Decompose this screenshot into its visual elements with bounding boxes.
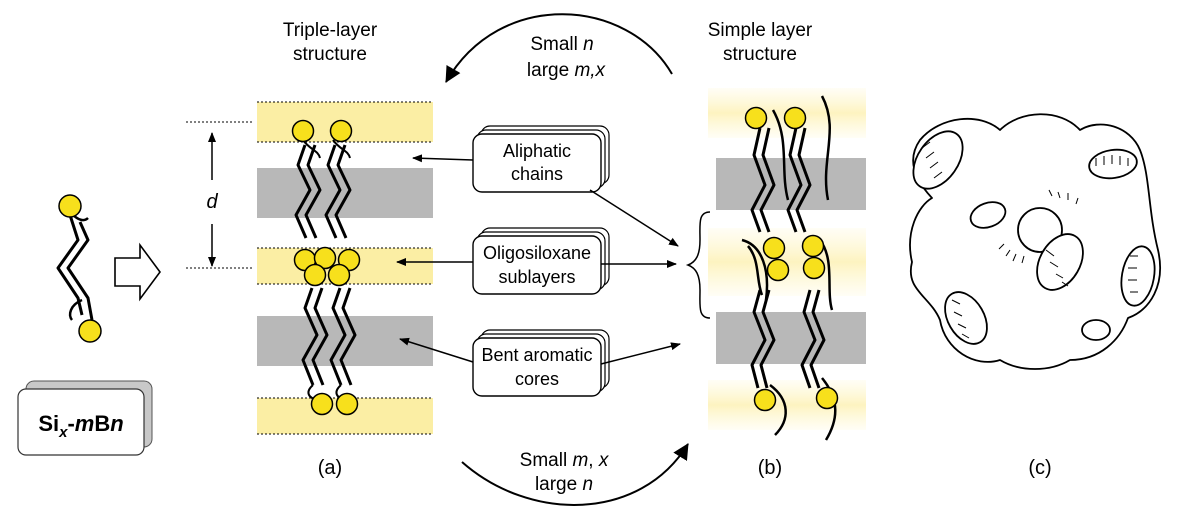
compound-label: Six-mBn bbox=[38, 411, 123, 441]
siloxane-spheres-simple bbox=[744, 106, 839, 412]
triple-layer-structure bbox=[257, 101, 433, 435]
spacing-label: d bbox=[206, 191, 218, 213]
molecules-upper bbox=[294, 139, 352, 239]
caption-a: (a) bbox=[318, 457, 342, 479]
core-layer-1 bbox=[257, 168, 433, 218]
molecules-simple bbox=[741, 95, 837, 441]
top-curved-arrow bbox=[445, 13, 673, 83]
simple-layer-structure bbox=[708, 88, 866, 441]
caption-c: (c) bbox=[1028, 457, 1051, 479]
svg-text:sublayers: sublayers bbox=[498, 267, 575, 287]
caption-b: (b) bbox=[758, 457, 782, 479]
bent-aromatic-box: Bent aromatic cores bbox=[472, 329, 610, 397]
svg-text:cores: cores bbox=[515, 369, 559, 389]
curly-brace bbox=[685, 211, 711, 319]
simple-title-line1: Simple layer bbox=[708, 20, 813, 41]
top-arrow-line1: Small n bbox=[530, 34, 593, 55]
compound-box: Six-mBn bbox=[17, 380, 153, 456]
aliphatic-box: Aliphatic chains bbox=[472, 125, 610, 193]
oligosiloxane-box: Oligosiloxane sublayers bbox=[472, 227, 610, 295]
open-arrow bbox=[114, 242, 161, 302]
single-molecule bbox=[56, 194, 102, 343]
bottom-arrow-line2: large n bbox=[535, 474, 593, 495]
sublayer-pale-2 bbox=[708, 228, 866, 296]
molecules-lower bbox=[301, 287, 357, 401]
simple-title-line2: structure bbox=[723, 44, 797, 65]
bicontinuous-cubic-sketch bbox=[909, 113, 1161, 370]
bottom-arrow-line1: Small m, x bbox=[520, 450, 610, 471]
svg-text:Aliphatic: Aliphatic bbox=[503, 141, 571, 161]
triple-title-line1: Triple-layer bbox=[283, 20, 378, 41]
sublayer-pale-3 bbox=[708, 380, 866, 430]
top-arrow-line2: large m,x bbox=[527, 60, 607, 81]
svg-text:Oligosiloxane: Oligosiloxane bbox=[483, 243, 591, 263]
core-layer-b2 bbox=[716, 312, 866, 364]
svg-text:chains: chains bbox=[511, 164, 563, 184]
svg-text:Bent aromatic: Bent aromatic bbox=[481, 345, 592, 365]
spacing-indicator bbox=[186, 121, 254, 269]
siloxane-spheres-triple bbox=[291, 119, 361, 416]
bottom-curved-arrow bbox=[461, 443, 689, 506]
pointer-arrows bbox=[396, 154, 681, 365]
triple-title-line2: structure bbox=[293, 44, 367, 65]
